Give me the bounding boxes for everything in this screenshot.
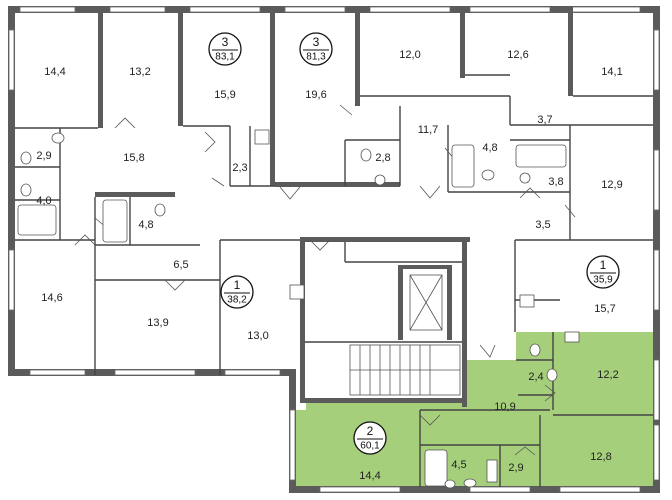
apartment-total-area: 38,2 [227, 295, 247, 306]
room-area-label: 3,5 [535, 219, 550, 231]
room-area-label: 11,7 [418, 124, 439, 136]
apartment-room-count: 3 [313, 35, 320, 49]
room-area-label: 6,5 [173, 259, 188, 271]
apartment-room-count: 3 [222, 35, 229, 49]
interior-walls [15, 6, 653, 487]
room-area-label: 12,6 [507, 49, 528, 61]
apartment-total-area: 35,9 [593, 275, 613, 286]
room-area-label: 4,8 [138, 219, 153, 231]
elevator-shaft [409, 274, 443, 331]
room-area-label: 19,6 [305, 89, 326, 101]
apartment-room-count: 1 [600, 258, 607, 272]
doors [74, 104, 576, 456]
windows [8, 6, 660, 493]
apartment-total-area: 81,3 [306, 52, 326, 63]
room-area-label: 2,9 [508, 462, 523, 474]
room-area-label: 13,2 [129, 66, 150, 78]
apartment-total-area: 60,1 [360, 441, 380, 452]
room-area-label: 13,0 [247, 330, 268, 342]
room-area-label: 14,6 [41, 292, 62, 304]
apartment-badge-circle [299, 32, 333, 66]
apartment-badge[interactable]: 2 60,1 [353, 421, 387, 455]
room-area-label: 2,4 [528, 371, 543, 383]
room-area-label: 13,9 [147, 317, 168, 329]
room-area-label: 12,0 [399, 49, 420, 61]
room-area-label: 14,4 [44, 66, 65, 78]
staircase [349, 344, 461, 396]
room-area-label: 12,2 [597, 369, 618, 381]
apartment-badge-circle [208, 32, 242, 66]
room-area-label: 4,8 [482, 142, 497, 154]
apartment-badge[interactable]: 3 81,3 [299, 32, 333, 66]
room-area-label: 4,5 [451, 459, 466, 471]
apartment-badge-circle [353, 421, 387, 455]
room-area-label: 3,8 [548, 176, 563, 188]
apartment-badge[interactable]: 1 38,2 [220, 275, 254, 309]
room-area-label: 15,7 [594, 303, 615, 315]
apartment-badge[interactable]: 1 35,9 [586, 255, 620, 289]
apartment-room-count: 1 [234, 278, 241, 292]
room-area-label: 14,1 [601, 66, 622, 78]
apartment-badge[interactable]: 3 83,1 [208, 32, 242, 66]
room-area-label: 2,3 [232, 162, 247, 174]
room-area-label: 15,8 [123, 152, 144, 164]
room-area-label: 4,0 [36, 195, 51, 207]
apartment-badge-circle [220, 275, 254, 309]
room-area-label: 12,9 [601, 179, 622, 191]
apartment-total-area: 83,1 [215, 52, 235, 63]
room-area-label: 10,9 [494, 401, 515, 413]
room-area-label: 12,8 [590, 451, 611, 463]
room-area-label: 2,9 [36, 150, 51, 162]
highlighted-apartment-area[interactable] [296, 332, 660, 492]
room-area-label: 14,4 [359, 470, 380, 482]
bathroom-fixtures [17, 129, 580, 489]
room-area-label: 3,7 [537, 114, 552, 126]
room-area-label: 2,8 [375, 152, 390, 164]
apartment-badge-circle [586, 255, 620, 289]
room-area-label: 15,9 [214, 89, 235, 101]
room-labels: 14,4 13,2 15,9 19,6 12,0 12,6 14,1 3,7 1… [36, 49, 622, 482]
apartment-room-count: 2 [367, 424, 374, 438]
